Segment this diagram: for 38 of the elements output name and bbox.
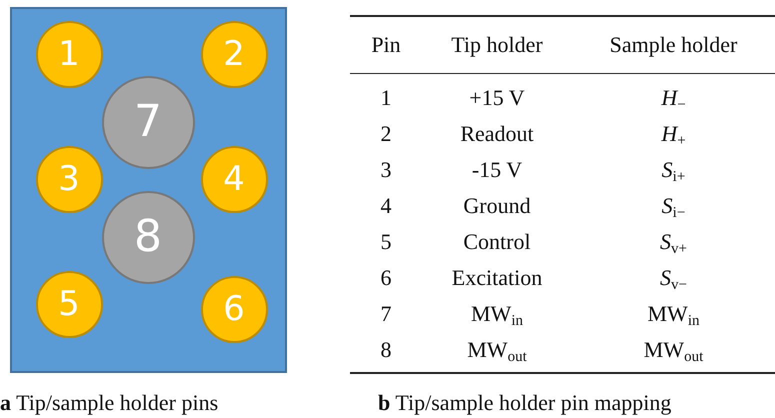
pin-number: 7 bbox=[134, 100, 162, 144]
table-cell-text: 7 bbox=[380, 300, 392, 328]
table-cell-text: -15 V bbox=[470, 156, 524, 184]
table-cell-text: 4 bbox=[380, 192, 392, 220]
column-header: Sample holder bbox=[572, 17, 775, 74]
table-cell-text: Ground bbox=[462, 192, 532, 220]
pin-number: 5 bbox=[58, 287, 80, 321]
table-cell-text: 3 bbox=[380, 156, 392, 184]
table-cell-text: S$_{i−}$ bbox=[660, 192, 686, 223]
table-cell-text: Readout bbox=[459, 120, 535, 148]
table-cell-text: 2 bbox=[380, 120, 392, 148]
table-cell-text: Excitation bbox=[450, 264, 544, 292]
table-cell-text: S$_{i+}$ bbox=[660, 156, 686, 187]
figure-caption: a Tip/sample holder pins bbox=[0, 390, 218, 416]
pin-number: 6 bbox=[223, 292, 245, 326]
table-cell-text: S$_{v+}$ bbox=[659, 228, 688, 259]
table-cell-text: 1 bbox=[380, 84, 392, 112]
table-cell-text: MW$_{out}$ bbox=[466, 336, 528, 367]
connector-board bbox=[10, 7, 287, 373]
pin-number: 1 bbox=[58, 37, 80, 71]
table-cell-text: H$_{−}$ bbox=[660, 84, 687, 115]
table-cell-text: +15 V bbox=[468, 84, 526, 112]
table-cell-text: S$_{v−}$ bbox=[659, 264, 688, 295]
table-cell-text: Control bbox=[462, 228, 532, 256]
table-cell-text: MW$_{out}$ bbox=[642, 336, 704, 367]
column-header: Pin bbox=[350, 17, 422, 74]
table-cell-text: H$_{+}$ bbox=[660, 120, 687, 151]
pin-number: 4 bbox=[223, 162, 245, 196]
table-cell-text: 6 bbox=[380, 264, 392, 292]
pin-number: 8 bbox=[134, 215, 162, 259]
figure-caption: b Tip/sample holder pin mapping bbox=[378, 390, 672, 416]
table-cell-text: 8 bbox=[380, 336, 392, 364]
pin-number: 2 bbox=[223, 37, 245, 71]
table-cell-text: 5 bbox=[380, 228, 392, 256]
pin-number: 3 bbox=[58, 162, 80, 196]
table-cell-text: MW$_{in}$ bbox=[646, 300, 700, 331]
column-header: Tip holder bbox=[422, 17, 572, 74]
table-cell-text: MW$_{in}$ bbox=[470, 300, 524, 331]
